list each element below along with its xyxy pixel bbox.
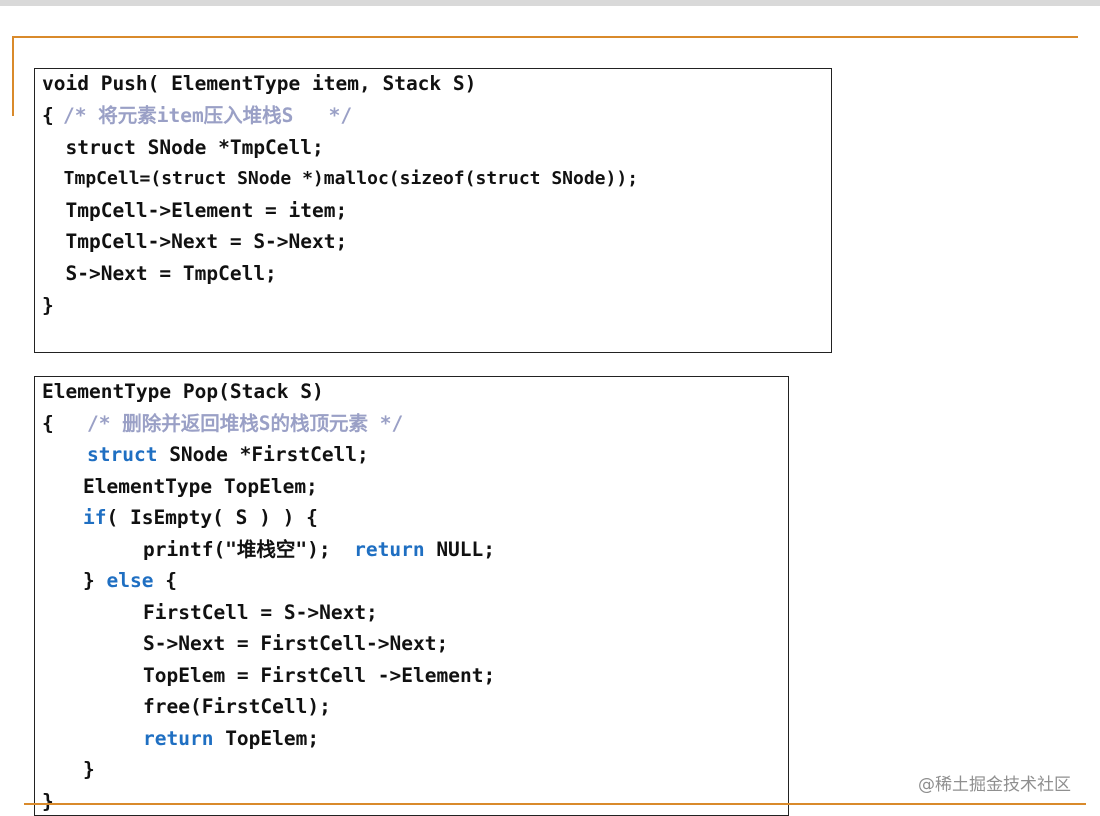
code-line: free(FirstCell); (143, 695, 331, 718)
orange-left-rule (12, 36, 14, 116)
push-code-box: void Push( ElementType item, Stack S) { … (34, 68, 832, 353)
code-line: { (42, 413, 54, 435)
code-comment: /* 将元素item压入堆栈S */ (63, 105, 352, 127)
brace: { (42, 412, 54, 435)
code-line: S->Next = FirstCell->Next; (143, 632, 449, 655)
code-line: } else { (83, 570, 177, 592)
keyword: if (83, 506, 107, 529)
watermark: @稀土掘金技术社区 (918, 775, 1071, 795)
code-text: SNode *FirstCell; (157, 443, 369, 466)
code-line: TmpCell->Element = item; (42, 199, 348, 222)
code-line: struct SNode *TmpCell; (42, 136, 324, 159)
code-line: printf("堆栈空"); return NULL; (143, 539, 495, 561)
code-line: ElementType Pop(Stack S) (42, 380, 324, 403)
code-text: { (153, 569, 177, 592)
code-line: ElementType TopElem; (83, 475, 318, 498)
brace: { (42, 104, 54, 127)
code-line: S->Next = TmpCell; (42, 262, 277, 285)
code-line: } (83, 758, 95, 781)
keyword: return (354, 538, 425, 561)
code-line: return TopElem; (143, 728, 319, 750)
code-line: TopElem = FirstCell ->Element; (143, 664, 496, 687)
code-line: } (42, 294, 54, 317)
code-text: ( IsEmpty( S ) ) { (106, 506, 318, 529)
code-line: TmpCell=(struct SNode *)malloc(sizeof(st… (42, 168, 639, 189)
code-text: TopElem; (213, 727, 320, 750)
keyword: else (106, 569, 154, 592)
code-comment: /* 删除并返回堆栈S的栈顶元素 */ (87, 412, 404, 435)
code-line: { (42, 105, 54, 127)
code-line: FirstCell = S->Next; (143, 601, 378, 624)
keyword: return (143, 727, 214, 750)
code-line: if( IsEmpty( S ) ) { (83, 507, 318, 529)
keyword: struct (87, 443, 158, 466)
code-line: } (42, 790, 54, 813)
code-text: } (83, 569, 107, 592)
code-line: TmpCell->Next = S->Next; (42, 230, 348, 253)
code-text: printf("堆栈空"); (143, 538, 355, 561)
code-text: NULL; (424, 538, 496, 561)
orange-top-rule (12, 36, 1078, 38)
orange-bottom-rule (24, 803, 1086, 805)
top-bar (0, 0, 1100, 6)
code-line: struct SNode *FirstCell; (87, 444, 369, 466)
pop-code-box: ElementType Pop(Stack S) { /* 删除并返回堆栈S的栈… (34, 376, 789, 816)
code-line: void Push( ElementType item, Stack S) (42, 72, 477, 95)
comment-text: /* 将元素item压入堆栈S */ (63, 104, 353, 127)
